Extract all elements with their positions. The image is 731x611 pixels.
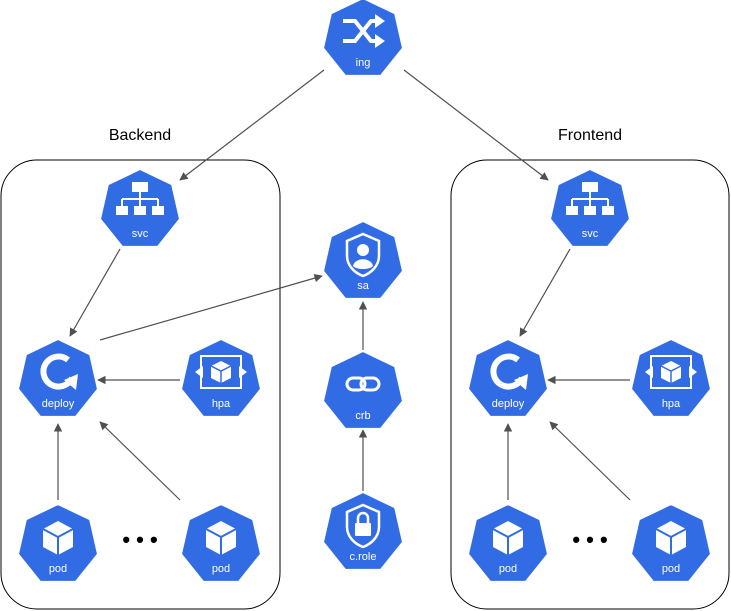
cube-icon bbox=[655, 521, 687, 555]
node-crb: crb bbox=[321, 349, 405, 430]
rotate-arrow-icon bbox=[490, 353, 528, 390]
node-sa: sa bbox=[321, 219, 405, 300]
edge-pod2-to-deploy-frontend bbox=[549, 421, 631, 501]
node-label: sa bbox=[357, 280, 370, 292]
edge-svc-to-deploy-frontend bbox=[519, 248, 571, 337]
frontend-group-title: Frontend bbox=[558, 127, 622, 144]
node-deploy-backend: deploy bbox=[16, 337, 100, 418]
node-hpa-backend: hpa bbox=[179, 337, 263, 418]
node-label: hpa bbox=[662, 398, 681, 410]
lock-icon bbox=[345, 503, 381, 549]
node-shape bbox=[466, 337, 550, 418]
node-pod-frontend-2: pod bbox=[629, 502, 713, 583]
node-c-role: c.role bbox=[321, 490, 405, 571]
node-label: pod bbox=[212, 563, 230, 575]
node-label: ing bbox=[356, 57, 371, 69]
node-svc-backend: svc bbox=[98, 167, 182, 248]
edge-ing-to-svc-frontend bbox=[403, 69, 549, 181]
shuffle-icon bbox=[343, 14, 385, 48]
cube-icon bbox=[492, 521, 524, 555]
node-hpa-frontend: hpa bbox=[629, 337, 713, 418]
node-label: svc bbox=[582, 228, 599, 240]
edge-ing-to-svc-backend bbox=[179, 69, 325, 181]
node-deploy-frontend: deploy bbox=[466, 337, 550, 418]
edge-deploy-to-sa bbox=[99, 274, 323, 341]
rotate-arrow-icon bbox=[40, 353, 78, 390]
node-pod-backend-2: pod bbox=[179, 502, 263, 583]
cube-icon bbox=[205, 521, 237, 555]
sitemap-icon bbox=[116, 182, 164, 215]
node-label: pod bbox=[49, 563, 67, 575]
frontend-pods-ellipsis: • • • bbox=[572, 527, 607, 552]
node-svc-frontend: svc bbox=[548, 167, 632, 248]
nodes-layer: ing svc deploy hpa pod pod sa crb c.role svc deplo… bbox=[16, 0, 713, 583]
cube-expand-icon bbox=[645, 355, 697, 389]
edge-svc-to-deploy-backend bbox=[69, 248, 121, 337]
link-icon bbox=[345, 376, 381, 392]
backend-pods-ellipsis: • • • bbox=[122, 527, 157, 552]
node-label: hpa bbox=[212, 398, 231, 410]
shield-user-icon bbox=[345, 232, 381, 278]
node-label: pod bbox=[662, 563, 680, 575]
sitemap-icon bbox=[566, 182, 614, 215]
edges-layer bbox=[53, 69, 631, 501]
edge-pod2-to-deploy-backend bbox=[99, 421, 181, 501]
node-label: deploy bbox=[42, 398, 75, 410]
node-shape bbox=[16, 337, 100, 418]
node-pod-backend-1: pod bbox=[16, 502, 100, 583]
node-shape bbox=[321, 0, 405, 77]
node-label: c.role bbox=[350, 551, 377, 563]
node-label: crb bbox=[355, 410, 370, 422]
backend-group-title: Backend bbox=[109, 127, 171, 144]
cube-icon bbox=[42, 521, 74, 555]
node-label: svc bbox=[132, 228, 149, 240]
cube-expand-icon bbox=[195, 355, 247, 389]
node-pod-frontend-1: pod bbox=[466, 502, 550, 583]
node-label: pod bbox=[499, 563, 517, 575]
node-label: deploy bbox=[492, 398, 525, 410]
backend-group-box bbox=[0, 159, 281, 610]
frontend-group-box bbox=[450, 159, 730, 610]
node-ing: ing bbox=[321, 0, 405, 77]
